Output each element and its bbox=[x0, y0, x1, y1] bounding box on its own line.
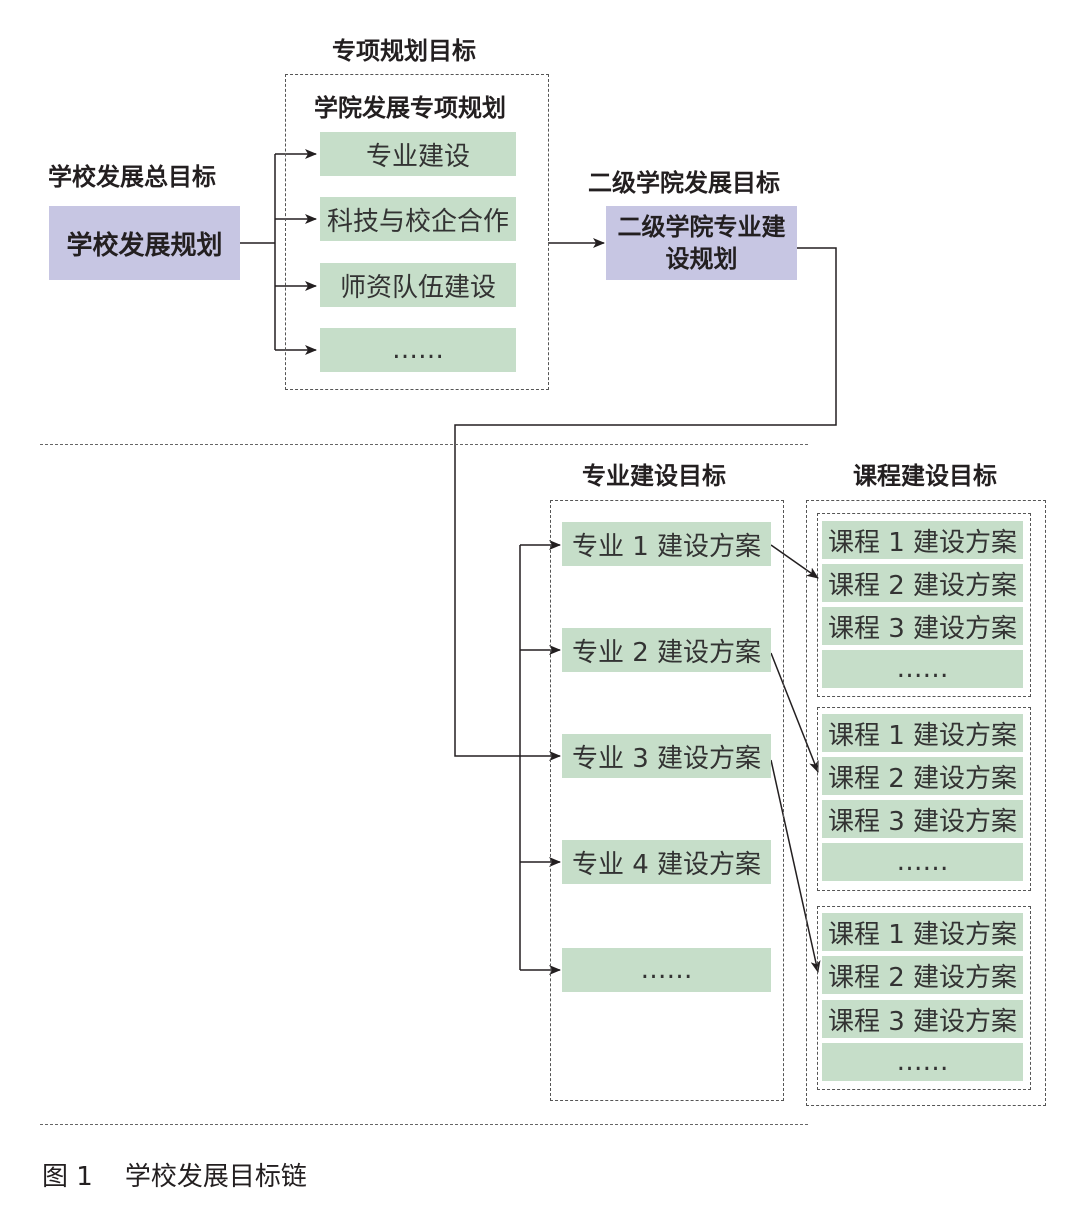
major-plan-frame bbox=[550, 500, 784, 1101]
course-plan-frame bbox=[806, 500, 1046, 1106]
major-item-2: 专业 2 建设方案 bbox=[562, 628, 771, 672]
course-group-3 bbox=[817, 906, 1031, 1090]
special-item-faculty: 师资队伍建设 bbox=[320, 263, 516, 307]
school-goal-label: 学校发展总目标 bbox=[48, 163, 216, 191]
major-goal-label: 专业建设目标 bbox=[582, 462, 726, 490]
special-item-etc: …… bbox=[320, 328, 516, 372]
section-divider-bottom bbox=[40, 1124, 808, 1125]
secondary-plan-line-2: 设规划 bbox=[665, 245, 738, 273]
course-group-2 bbox=[817, 707, 1031, 891]
arrow-major-2-to-courses bbox=[770, 652, 819, 773]
course-group-3-item-1: 课程 1 建设方案 bbox=[822, 913, 1023, 951]
course-group-1-item-2: 课程 2 建设方案 bbox=[822, 564, 1023, 602]
school-plan-box: 学校发展规划 bbox=[49, 206, 240, 280]
course-goal-label: 课程建设目标 bbox=[853, 462, 997, 490]
arrow-major-3-to-courses bbox=[770, 759, 821, 973]
college-special-label: 学院发展专项规划 bbox=[314, 94, 506, 122]
major-item-3: 专业 3 建设方案 bbox=[562, 734, 771, 778]
arrow-major-1-to-courses bbox=[770, 544, 819, 579]
course-group-2-item-2: 课程 2 建设方案 bbox=[822, 757, 1023, 795]
secondary-plan-box: 二级学院专业建 设规划 bbox=[606, 206, 797, 280]
section-divider-top bbox=[40, 444, 808, 445]
figure-caption: 图 1 学校发展目标链 bbox=[42, 1156, 307, 1193]
secondary-goal-label: 二级学院发展目标 bbox=[588, 169, 780, 197]
special-item-tech: 科技与校企合作 bbox=[320, 197, 516, 241]
figure-number: 图 1 bbox=[42, 1162, 93, 1192]
special-item-major: 专业建设 bbox=[320, 132, 516, 176]
course-group-1-item-1: 课程 1 建设方案 bbox=[822, 521, 1023, 559]
course-group-3-item-2: 课程 2 建设方案 bbox=[822, 956, 1023, 994]
course-group-1-item-etc: …… bbox=[822, 650, 1023, 688]
secondary-plan-line-1: 二级学院专业建 bbox=[617, 213, 786, 241]
course-group-1 bbox=[817, 513, 1031, 697]
special-goal-label: 专项规划目标 bbox=[332, 37, 476, 65]
special-plan-frame bbox=[285, 74, 549, 390]
course-group-2-item-3: 课程 3 建设方案 bbox=[822, 800, 1023, 838]
figure-title: 学校发展目标链 bbox=[124, 1162, 307, 1192]
course-group-2-item-1: 课程 1 建设方案 bbox=[822, 714, 1023, 752]
course-group-3-item-etc: …… bbox=[822, 1043, 1023, 1081]
arrow-secondary-to-major-3 bbox=[454, 247, 837, 761]
course-group-3-item-3: 课程 3 建设方案 bbox=[822, 1000, 1023, 1038]
major-item-etc: …… bbox=[562, 948, 771, 992]
course-group-2-item-etc: …… bbox=[822, 843, 1023, 881]
major-item-4: 专业 4 建设方案 bbox=[562, 840, 771, 884]
course-group-1-item-3: 课程 3 建设方案 bbox=[822, 607, 1023, 645]
major-item-1: 专业 1 建设方案 bbox=[562, 522, 771, 566]
